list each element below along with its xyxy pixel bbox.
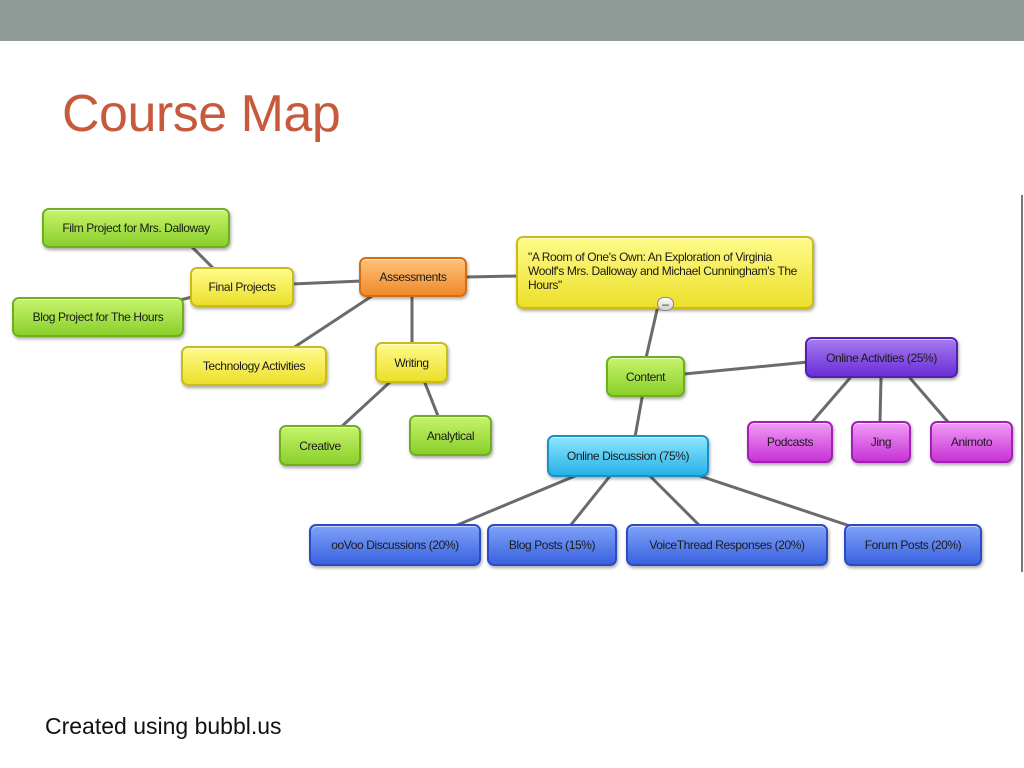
link-activities-jing <box>878 376 883 424</box>
node-course-title[interactable]: "A Room of One's Own: An Exploration of … <box>516 236 814 309</box>
node-forum-posts[interactable]: Forum Posts (20%) <box>844 524 982 566</box>
node-technology-activities[interactable]: Technology Activities <box>181 346 327 386</box>
footer-credit: Created using bubbl.us <box>45 713 282 739</box>
canvas-right-border <box>1021 195 1023 572</box>
node-final-projects[interactable]: Final Projects <box>190 267 294 307</box>
node-online-discussion[interactable]: Online Discussion (75%) <box>547 435 709 477</box>
node-online-activities[interactable]: Online Activities (25%) <box>805 337 958 378</box>
link-final-assessments <box>290 279 364 286</box>
link-analytical-writing <box>423 381 440 418</box>
link-content-discussion <box>633 396 644 439</box>
node-jing[interactable]: Jing <box>851 421 911 463</box>
node-voicethread-responses[interactable]: VoiceThread Responses (20%) <box>626 524 828 566</box>
node-assessments[interactable]: Assessments <box>359 257 467 297</box>
link-discussion-oovoo <box>453 474 577 528</box>
link-discussion-voicethread <box>648 474 702 528</box>
mind-map-canvas <box>0 195 1024 572</box>
node-content[interactable]: Content <box>606 356 685 397</box>
node-creative[interactable]: Creative <box>279 425 361 466</box>
top-banner <box>0 0 1024 41</box>
link-creative-writing <box>338 380 392 430</box>
link-discussion-forum <box>698 474 852 528</box>
link-content-activities <box>682 360 810 376</box>
node-blog-project[interactable]: Blog Project for The Hours <box>12 297 184 337</box>
link-activities-animoto <box>908 376 950 424</box>
link-tech-assessments <box>288 294 374 352</box>
node-analytical[interactable]: Analytical <box>409 415 492 456</box>
node-blog-posts[interactable]: Blog Posts (15%) <box>487 524 617 566</box>
link-course-content <box>644 308 659 360</box>
link-activities-podcasts <box>810 376 852 424</box>
node-animoto[interactable]: Animoto <box>930 421 1013 463</box>
slide-title: Course Map <box>62 85 341 143</box>
node-oovoo-discussions[interactable]: ooVoo Discussions (20%) <box>309 524 481 566</box>
link-discussion-blogposts <box>568 474 612 528</box>
link-assessments-course <box>464 274 520 279</box>
node-podcasts[interactable]: Podcasts <box>747 421 833 463</box>
collapse-minus-icon[interactable]: – <box>657 297 674 311</box>
node-writing[interactable]: Writing <box>375 342 448 383</box>
node-film-project[interactable]: Film Project for Mrs. Dalloway <box>42 208 230 248</box>
